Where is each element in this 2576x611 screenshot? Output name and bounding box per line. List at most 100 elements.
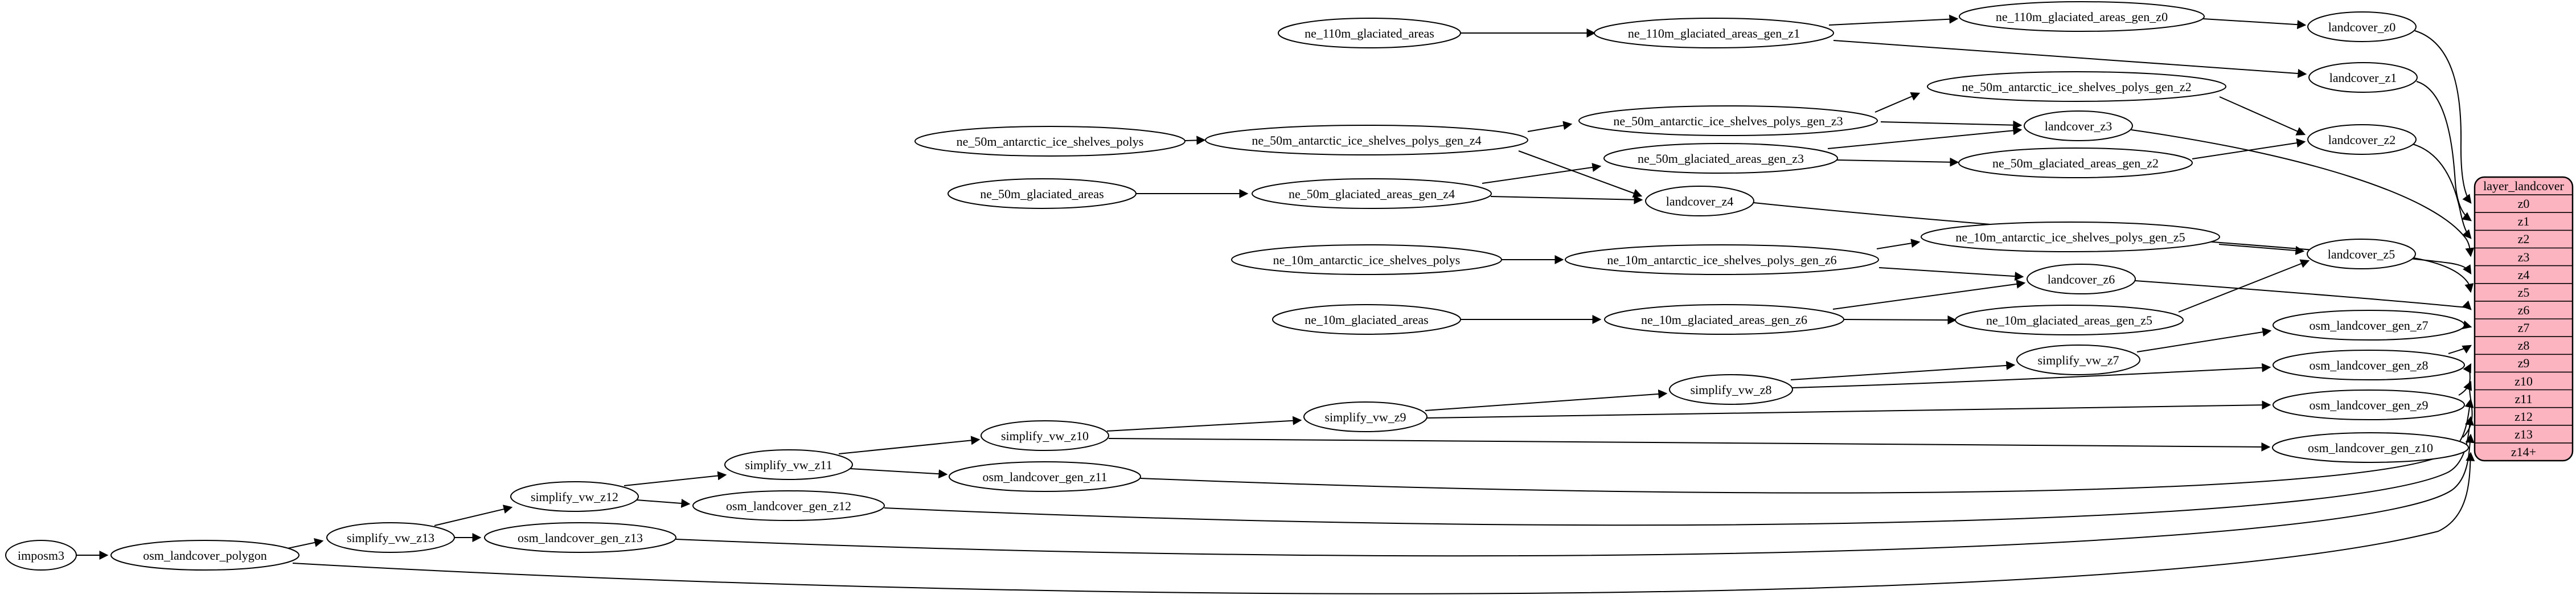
node-simplify_vw_z9: simplify_vw_z9 bbox=[1303, 401, 1428, 432]
node-landcover_z1: landcover_z1 bbox=[2308, 62, 2418, 93]
edge-ne_50m_antarctic--gen_z4 bbox=[1184, 136, 1206, 145]
node-ellipse bbox=[510, 481, 639, 512]
edge-ne_50m_glaciated_gen_z3--landcover_z3 bbox=[1827, 126, 2023, 149]
node-label: simplify_vw_z10 bbox=[1001, 429, 1089, 443]
edge-landcover_z6--z6 bbox=[2135, 280, 2472, 310]
node-ellipse bbox=[1645, 186, 1754, 216]
node-label: osm_landcover_gen_z12 bbox=[726, 499, 851, 513]
edge-simplify_vw_z12--simplify_vw_z11 bbox=[624, 471, 727, 486]
node-label: landcover_z5 bbox=[2328, 247, 2395, 261]
node-osm_landcover_gen_z13: osm_landcover_gen_z13 bbox=[484, 522, 676, 553]
table-row-z14plus: z14+ bbox=[2511, 445, 2536, 459]
edge-ne_110m_gen_z0--landcover_z0 bbox=[2202, 18, 2307, 30]
node-simplify_vw_z13: simplify_vw_z13 bbox=[326, 522, 455, 553]
node-label: ne_10m_glaciated_areas_gen_z6 bbox=[1641, 313, 1807, 327]
node-ellipse bbox=[2016, 345, 2140, 375]
node-ellipse bbox=[326, 522, 455, 553]
table-title: layer_landcover bbox=[2483, 179, 2564, 193]
node-label: simplify_vw_z9 bbox=[1325, 410, 1406, 424]
node-label: ne_50m_antarctic_ice_shelves_polys_gen_z… bbox=[1252, 133, 1481, 147]
node-ellipse bbox=[949, 461, 1141, 492]
edge-simplify_vw_z13--simplify_vw_z12 bbox=[434, 505, 513, 526]
node-label: landcover_z2 bbox=[2328, 133, 2396, 147]
node-ellipse bbox=[1231, 244, 1502, 275]
node-label: osm_landcover_gen_z9 bbox=[2310, 398, 2429, 412]
edge-ne_50m_antarctic_gen_z4--landcover_z4 bbox=[1518, 150, 1643, 198]
node-label: ne_50m_glaciated_areas_gen_z2 bbox=[1992, 156, 2159, 170]
node-label: simplify_vw_z7 bbox=[2038, 353, 2119, 367]
edge-osm_landcover_gen_z9--z9 bbox=[2458, 363, 2472, 396]
node-ellipse bbox=[914, 126, 1186, 157]
node-osm_landcover_gen_z10: osm_landcover_gen_z10 bbox=[2272, 432, 2469, 463]
node-label: osm_landcover_polygon bbox=[143, 548, 267, 563]
edge-simplify_vw_z10--osm_landcover_gen_z10 bbox=[1108, 438, 2271, 452]
table-row-z2: z2 bbox=[2518, 232, 2530, 246]
node-label: ne_50m_antarctic_ice_shelves_polys_gen_z… bbox=[1613, 114, 1843, 128]
node-label: simplify_vw_z13 bbox=[347, 531, 434, 545]
edge-simplify_vw_z9--simplify_vw_z8 bbox=[1425, 389, 1668, 411]
node-label: ne_50m_glaciated_areas_gen_z4 bbox=[1289, 187, 1455, 201]
node-label: osm_landcover_gen_z8 bbox=[2310, 358, 2429, 372]
edge-simplify_vw_z10--simplify_vw_z9 bbox=[1106, 416, 1302, 432]
node-label: osm_landcover_gen_z11 bbox=[982, 470, 1107, 484]
node-landcover_z5: landcover_z5 bbox=[2307, 239, 2416, 269]
node-simplify_vw_z10: simplify_vw_z10 bbox=[981, 420, 1109, 451]
table-row-z4: z4 bbox=[2518, 268, 2530, 282]
edge-landcover_z2--z2 bbox=[2412, 143, 2472, 239]
edge-ne_50m_glaciated_gen_z3--gen_z2 bbox=[1836, 157, 1959, 167]
node-label: ne_10m_glaciated_areas bbox=[1305, 313, 1428, 327]
node-ellipse bbox=[1921, 222, 2220, 252]
node-label: osm_landcover_gen_z13 bbox=[518, 531, 643, 545]
edge-landcover_z1--z1 bbox=[2416, 81, 2472, 222]
node-label: ne_10m_antarctic_ice_shelves_polys_gen_z… bbox=[1955, 230, 2185, 244]
node-label: simplify_vw_z11 bbox=[745, 458, 832, 472]
node-ne_10m_glaciated_areas_gen_z5: ne_10m_glaciated_areas_gen_z5 bbox=[1955, 305, 2184, 335]
node-osm_landcover_gen_z11: osm_landcover_gen_z11 bbox=[949, 461, 1141, 492]
table-row-z0: z0 bbox=[2518, 196, 2530, 211]
node-label: landcover_z6 bbox=[2048, 272, 2115, 286]
edge-ne_10m_antarctic_gen_z6--gen_z5 bbox=[1876, 239, 1921, 249]
node-label: simplify_vw_z8 bbox=[1691, 383, 1772, 397]
node-label: ne_110m_glaciated_areas_gen_z1 bbox=[1628, 26, 1800, 40]
edge-osm_landcover_polygon--simplify_vw_z13 bbox=[287, 538, 324, 549]
node-ellipse bbox=[1669, 374, 1793, 405]
node-ellipse bbox=[1604, 304, 1844, 335]
node-label: ne_10m_antarctic_ice_shelves_polys_gen_z… bbox=[1607, 253, 1836, 267]
node-ellipse bbox=[1272, 304, 1461, 335]
node-ne_110m_glaciated_areas: ne_110m_glaciated_areas bbox=[1278, 18, 1461, 48]
node-ellipse bbox=[1958, 147, 2193, 178]
node-ellipse bbox=[1252, 178, 1492, 209]
node-label: ne_10m_glaciated_areas_gen_z5 bbox=[1986, 313, 2152, 327]
node-label: landcover_z3 bbox=[2045, 119, 2113, 133]
node-osm_landcover_polygon: osm_landcover_polygon bbox=[110, 540, 300, 571]
node-label: landcover_z1 bbox=[2329, 71, 2397, 85]
edge-ne_50m_antarctic_gen_z3--landcover_z3 bbox=[1880, 120, 2023, 130]
edge-osm_landcover_polygon--z14plus bbox=[292, 452, 2475, 594]
table-row-z5: z5 bbox=[2518, 285, 2530, 300]
edge-simplify_vw_z11--osm_landcover_gen_z11 bbox=[850, 468, 948, 479]
edge-ne_50m_glaciated_gen_z2--landcover_z2 bbox=[2192, 138, 2306, 159]
node-ne_10m_antarctic_ice_shelves_polys_gen_z6: ne_10m_antarctic_ice_shelves_polys_gen_z… bbox=[1565, 244, 1879, 275]
node-simplify_vw_z12: simplify_vw_z12 bbox=[510, 481, 639, 512]
node-label: landcover_z0 bbox=[2328, 20, 2396, 34]
edge-landcover_z5--z5 bbox=[2413, 257, 2474, 293]
node-osm_landcover_gen_z12: osm_landcover_gen_z12 bbox=[692, 490, 885, 521]
node-label: ne_50m_antarctic_ice_shelves_polys_gen_z… bbox=[1962, 80, 2191, 94]
edge-ne_10m_antarctic_gen_z5--landcover_z5 bbox=[2218, 244, 2305, 255]
node-label: ne_50m_glaciated_areas bbox=[980, 187, 1104, 201]
layer-landcover-table: layer_landcover z0 z1 z2 z3 z4 z5 z6 z7 … bbox=[2474, 176, 2574, 462]
edge-simplify_vw_z7--osm_landcover_gen_z7 bbox=[2136, 327, 2272, 352]
node-label: osm_landcover_gen_z10 bbox=[2308, 441, 2433, 455]
node-ellipse bbox=[110, 540, 300, 571]
node-landcover_z4: landcover_z4 bbox=[1645, 186, 1754, 216]
node-ellipse bbox=[484, 522, 676, 553]
edge-osm_landcover_gen_z12--z12 bbox=[884, 416, 2474, 526]
node-ne_10m_antarctic_ice_shelves_polys_gen_z5: ne_10m_antarctic_ice_shelves_polys_gen_z… bbox=[1921, 222, 2220, 252]
edge-landcover_z0--z0 bbox=[2414, 30, 2472, 204]
edge-ne_50m_antarctic_gen_z3--gen_z2 bbox=[1874, 92, 1921, 113]
table-row-z12: z12 bbox=[2515, 409, 2533, 424]
node-label: osm_landcover_gen_z7 bbox=[2310, 318, 2429, 333]
node-ne_50m_antarctic_ice_shelves_polys_gen_z4: ne_50m_antarctic_ice_shelves_polys_gen_z… bbox=[1205, 125, 1528, 155]
node-ellipse bbox=[1278, 18, 1461, 48]
node-landcover_z6: landcover_z6 bbox=[2027, 264, 2136, 294]
